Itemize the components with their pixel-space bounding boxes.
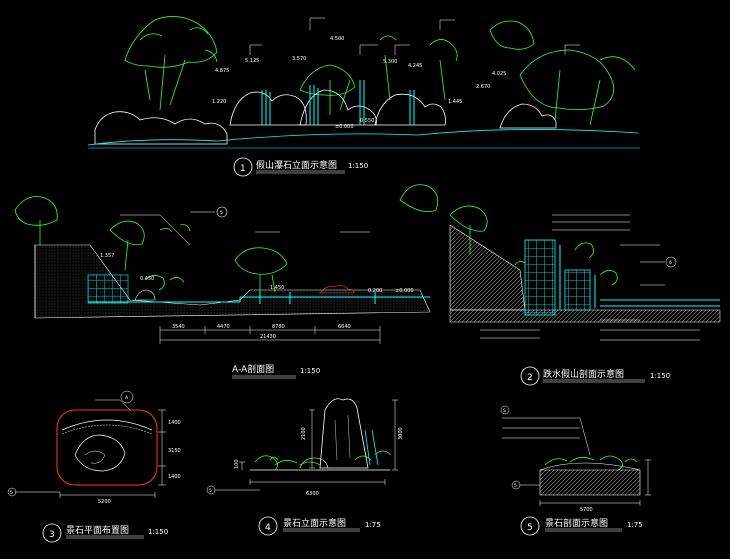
dim-label: 1400	[168, 474, 181, 480]
elev-mark: 4.025	[492, 71, 506, 77]
drawing-3-plan: A 5 5200 1400 3150 1400 3 景石平面布置图 1:150	[7, 390, 181, 543]
drawing-number: 2	[527, 373, 533, 383]
drawing-title: 景石立面示意图	[283, 517, 346, 529]
section-5-leaders	[500, 405, 651, 506]
elev-mark: 0.450	[140, 276, 154, 282]
drawing-title: 景石剖面示意图	[545, 517, 608, 529]
cascade-trees	[399, 184, 618, 286]
elev-mark: 5.125	[245, 58, 259, 64]
dim-label: 6640	[338, 324, 351, 330]
drawing-scale: 1:75	[627, 521, 643, 529]
drawing-2-title: 2 跌水假山剖面示意图 1:150	[520, 366, 670, 386]
elev-mark: 4.245	[408, 63, 422, 69]
waterfall-lines	[87, 80, 640, 149]
tree-cluster-center	[299, 35, 458, 115]
section-trees	[14, 196, 288, 293]
drawing-3-title: 3 景石平面布置图 1:150	[42, 523, 168, 543]
dim-label: 3540	[172, 324, 185, 330]
drawing-scale: 1:150	[348, 162, 368, 170]
drawing-4-stone-elevation: 5 2100 3000 100 6300 4 景石立面示意图 1:75	[206, 398, 404, 536]
stone-elev-plants	[254, 450, 392, 471]
elev-mark: 1.445	[448, 99, 462, 105]
drawing-title: A-A剖面图	[232, 363, 274, 375]
ref-bubble: 5	[514, 483, 517, 489]
drawing-scale: 1:75	[365, 521, 381, 529]
drawing-number: 1	[240, 164, 246, 174]
ref-bubble: 5	[10, 490, 13, 496]
elev-mark: 4.500	[330, 36, 344, 42]
elev-mark: 0.200	[368, 288, 382, 294]
elev-mark: 1.450	[270, 285, 284, 291]
ground-hatch	[34, 244, 431, 319]
elevation-markers-1: 4.875 1.220 5.125 3.570 4.500 5.300 4.24…	[212, 36, 506, 130]
dim-label: 6300	[306, 491, 319, 497]
ref-bubble: 5	[220, 210, 223, 216]
tree-cluster-left	[124, 16, 218, 111]
grid-structure	[87, 274, 129, 304]
dim-label: 100	[234, 459, 240, 469]
drawing-4-title: 4 景石立面示意图 1:75	[258, 516, 381, 536]
elev-mark: ±0.000	[395, 288, 414, 294]
slope-hatch	[449, 224, 721, 323]
drawing-number: 5	[527, 523, 533, 533]
cascade-leaders	[480, 214, 700, 341]
elev-mark: 4.875	[215, 68, 229, 74]
ref-bubble: 5	[209, 488, 212, 494]
drawing-5-title: 5 景石剖面示意图 1:75	[520, 516, 643, 536]
drawing-scale: 1:150	[300, 367, 320, 375]
drawing-title: 跌水假山剖面示意图	[543, 368, 624, 380]
drawing-2-cascade: 6 2 跌水假山剖面示意图 1:150	[399, 184, 721, 386]
plan-dimensions	[7, 390, 166, 498]
elev-mark: ±0.000	[335, 124, 354, 130]
dim-label: 2100	[301, 427, 307, 440]
drawing-number: 3	[49, 530, 55, 540]
plan-boundary	[56, 409, 158, 486]
rockery-elevation	[94, 89, 557, 145]
elev-mark: 3.570	[292, 56, 306, 62]
elev-mark: 1.220	[212, 99, 226, 105]
section-rocks	[134, 285, 355, 301]
dim-label: 3150	[168, 448, 181, 454]
dim-label: 4470	[217, 324, 230, 330]
drawing-1-title: 1 假山瀑石立面示意图 1:150	[233, 157, 368, 177]
dim-label: 3000	[398, 427, 404, 440]
stone-elev-dims	[206, 399, 398, 495]
dim-label: 1400	[168, 420, 181, 426]
dim-label: 5700	[580, 507, 593, 513]
stone-outline	[74, 434, 126, 472]
leaders-1	[249, 17, 580, 55]
ref-bubble: 6	[669, 260, 672, 266]
drawing-scale: 1:150	[148, 528, 168, 536]
dim-label: 21430	[260, 334, 276, 340]
elev-mark: 0.550	[360, 118, 374, 124]
cascade-water	[559, 245, 720, 310]
drawing-aa-title: A-A剖面图 1:150	[232, 363, 320, 379]
drawing-scale: 1:150	[650, 372, 670, 380]
drawing-aa-section: 1.357 1.450 0.200 ±0.000 0.450 5 3540 44…	[14, 196, 431, 379]
callout-bubble: A	[125, 395, 129, 401]
cascade-grid	[524, 239, 591, 316]
dim-label: 8780	[272, 324, 285, 330]
dim-label: 5200	[98, 499, 111, 505]
section-dimensions	[159, 326, 381, 344]
drawing-5-stone-section: S 5 5700 5 景石剖面示意图 1:75	[500, 405, 651, 536]
stone-shape	[319, 398, 369, 469]
drawing-title: 假山瀑石立面示意图	[256, 159, 337, 171]
drawing-title: 景石平面布置图	[66, 524, 129, 536]
section-labels: 1.357 1.450 0.200 ±0.000 0.450 5	[100, 206, 414, 294]
section-5-plants	[544, 455, 638, 471]
elev-mark: 2.670	[476, 84, 490, 90]
elev-mark: 1.357	[100, 253, 114, 259]
drawing-1-elevation: 4.875 1.220 5.125 3.570 4.500 5.300 4.24…	[87, 16, 640, 177]
callout-bubble: S	[503, 408, 506, 414]
elev-mark: 5.300	[383, 59, 397, 65]
drawing-number: 4	[265, 523, 271, 533]
